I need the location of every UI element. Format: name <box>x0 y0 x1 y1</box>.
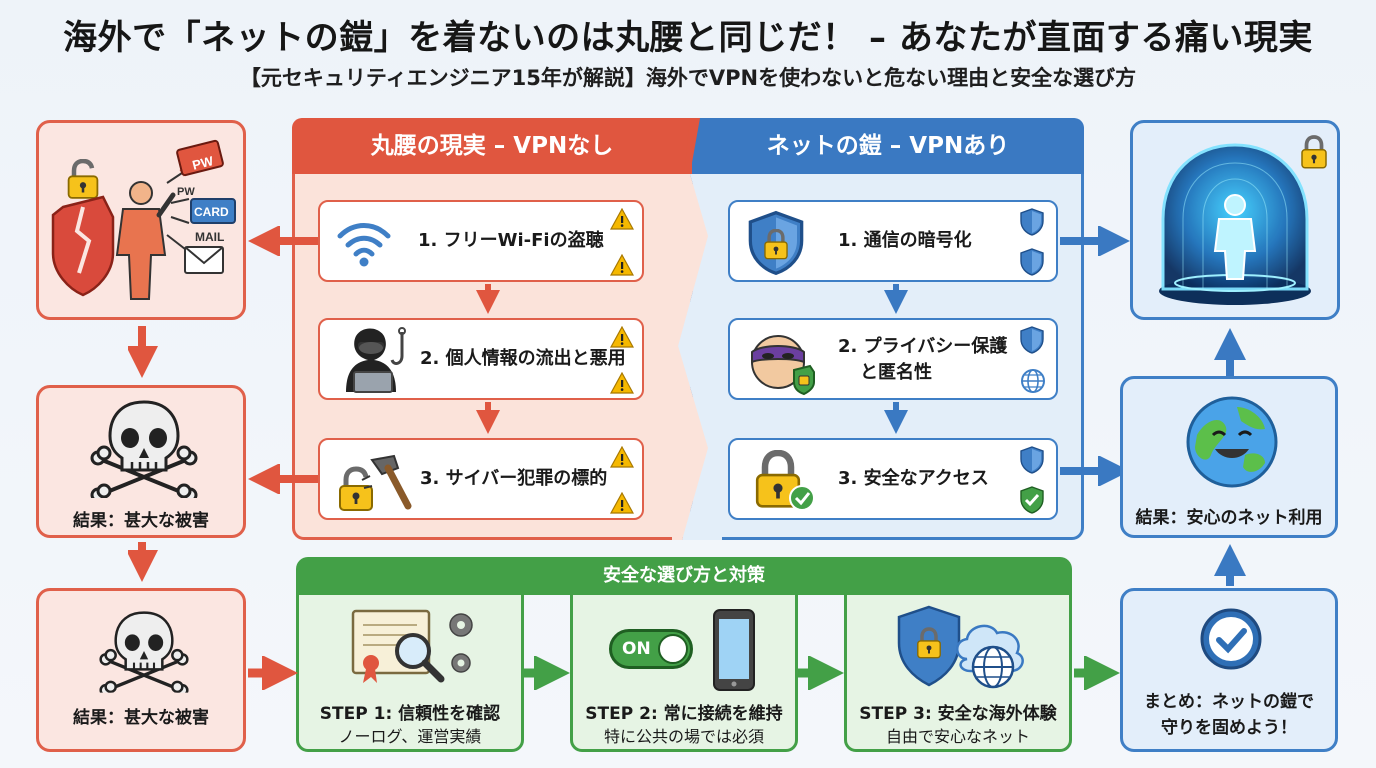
shield-cloud-globe-icon <box>897 605 1024 689</box>
warning-icon <box>610 208 634 230</box>
result-safe-box: 結果：安心のネット利用 <box>1120 376 1338 538</box>
no-vpn-heading: 丸腰の現実 – VPNなし <box>292 118 692 174</box>
shield-icon <box>1020 446 1044 474</box>
arrow-right <box>1074 656 1120 690</box>
page-title: 海外で「ネットの鎧」を着ないのは丸腰と同じだ！ – あなたが直面する痛い現実 <box>63 18 1313 58</box>
shield-lock-icon <box>748 210 804 276</box>
summary-box: まとめ：ネットの鎧で 守りを固めよう！ <box>1120 588 1338 752</box>
step-3-box: STEP 3: 安全な海外体験 自由で安心なネット <box>844 592 1072 752</box>
skull-icon <box>84 398 204 498</box>
hammer-lock-icon <box>332 454 412 516</box>
wifi-sniffing-card: 1. フリーWi-Fiの盗聴 <box>318 200 644 282</box>
summary-line-1: まとめ：ネットの鎧で <box>1144 692 1314 712</box>
smiling-earth-icon <box>1186 396 1278 488</box>
card-label: 1. 通信の暗号化 <box>838 230 972 251</box>
check-circle-icon <box>1200 608 1262 670</box>
warning-icon <box>610 446 634 468</box>
protected-user-box <box>1130 120 1340 320</box>
data-leak-card: 2. 個人情報の流出と悪用 <box>318 318 644 400</box>
step-1-box: STEP 1: 信頼性を確認 ノーログ、運営実績 <box>296 592 524 752</box>
result-damage-box-2: 結果：甚大な被害 <box>36 588 246 752</box>
step-2-box: ON STEP 2: 常に接続を維持 特に公共の場では必須 <box>570 592 798 752</box>
smartphone-icon <box>713 609 755 691</box>
card-label-2: と匿名性 <box>860 362 932 383</box>
wifi-icon <box>337 223 391 267</box>
exposed-user-illustration: PW PW CARD MAIL <box>51 139 236 300</box>
step-title: STEP 2: 常に接続を維持 <box>585 704 783 724</box>
card-label: 2. プライバシー保護 <box>838 336 1008 357</box>
card-label: 3. 安全なアクセス <box>838 468 989 489</box>
card-label: 3. サイバー犯罪の標的 <box>420 468 608 489</box>
mail-icon <box>184 246 224 274</box>
shield-icon <box>1020 248 1044 276</box>
steps-heading: 安全な選び方と対策 <box>296 557 1072 595</box>
toggle-knob <box>658 634 688 664</box>
card-icon <box>190 198 236 224</box>
step-subtitle: ノーログ、運営実績 <box>338 727 482 746</box>
card-label: 1. フリーWi-Fiの盗聴 <box>418 230 604 251</box>
svg-text:PW: PW <box>177 186 195 198</box>
password-tag-icon <box>176 139 224 177</box>
step-title: STEP 1: 信頼性を確認 <box>319 704 501 724</box>
vpn-heading: ネットの鎧 – VPNあり <box>692 118 1084 174</box>
exposed-user-box: PW PW CARD MAIL <box>36 120 246 320</box>
svg-text:MAIL: MAIL <box>195 230 224 244</box>
result-label: 結果：甚大な被害 <box>73 708 209 728</box>
warning-icon <box>610 372 634 394</box>
arrow-right <box>1060 456 1130 486</box>
warning-icon <box>610 492 634 514</box>
step-title: STEP 3: 安全な海外体験 <box>859 704 1057 724</box>
summary-line-2: 守りを固めよう！ <box>1161 718 1297 738</box>
arrow-left <box>248 464 318 494</box>
cybercrime-target-card: 3. サイバー犯罪の標的 <box>318 438 644 520</box>
card-label: 2. 個人情報の流出と悪用 <box>420 348 626 369</box>
warning-icon <box>610 254 634 276</box>
arrow-down <box>884 402 908 434</box>
open-lock-icon <box>69 161 98 198</box>
page-subtitle: 【元セキュリティエンジニア15年が解説】海外でVPNを使わないと危ない理由と安全… <box>239 66 1137 90</box>
svg-text:CARD: CARD <box>194 205 229 219</box>
globe-icon <box>1021 369 1045 393</box>
shield-icon <box>1020 208 1044 236</box>
certificate-magnifier-icon <box>351 609 473 683</box>
arrow-down <box>128 542 158 582</box>
toggle-label: ON <box>622 639 651 659</box>
step-subtitle: 特に公共の場では必須 <box>603 727 764 746</box>
check-shield-icon <box>1020 486 1044 514</box>
result-damage-box-1: 結果：甚大な被害 <box>36 385 246 538</box>
encryption-card: 1. 通信の暗号化 <box>728 200 1058 282</box>
privacy-card: 2. プライバシー保護 と匿名性 <box>728 318 1058 400</box>
arrow-up <box>1214 328 1246 376</box>
on-toggle[interactable]: ON <box>609 629 693 669</box>
arrow-up <box>1214 544 1246 586</box>
lock-check-icon <box>748 448 815 511</box>
masked-face-icon <box>751 335 815 396</box>
hacker-icon <box>346 327 406 393</box>
step-subtitle: 自由で安心なネット <box>885 727 1030 746</box>
result-label: 結果：甚大な被害 <box>73 511 209 531</box>
arrow-down <box>128 326 158 378</box>
lock-icon <box>1300 135 1328 169</box>
protective-dome-illustration <box>1159 135 1328 305</box>
arrow-left <box>248 226 318 256</box>
arrow-down <box>476 284 500 314</box>
arrow-right <box>248 656 298 690</box>
result-label: 結果：安心のネット利用 <box>1135 508 1323 528</box>
broken-shield-icon <box>51 195 115 297</box>
shield-icon <box>1020 326 1044 354</box>
zigzag-divider <box>672 118 722 540</box>
arrow-down <box>476 402 500 434</box>
arrow-right <box>1060 226 1130 256</box>
arrow-down <box>884 284 908 314</box>
person-icon <box>115 208 167 300</box>
arrow-right <box>798 656 844 690</box>
person-icon <box>1224 194 1246 216</box>
skull-icon <box>94 609 194 693</box>
warning-icon <box>610 326 634 348</box>
arrow-right <box>524 656 570 690</box>
svg-text:PW: PW <box>191 153 216 173</box>
secure-access-card: 3. 安全なアクセス <box>728 438 1058 520</box>
